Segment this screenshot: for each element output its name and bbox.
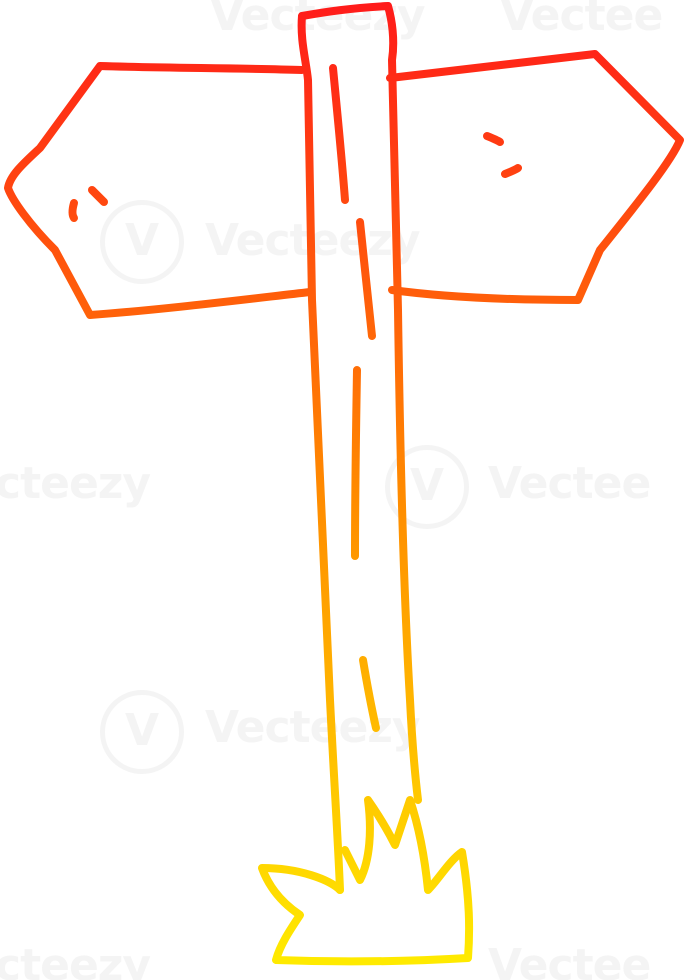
right-sign-dot-icon (501, 164, 522, 178)
grass-tuft-icon (258, 796, 474, 966)
wood-grain-line (356, 218, 376, 340)
right-sign-icon (386, 50, 684, 304)
post-pole-icon (298, 2, 422, 804)
left-sign-icon (4, 62, 314, 319)
post-pole-left-edge (297, 12, 344, 894)
wood-grain-line (351, 366, 361, 560)
left-sign-dot-icon (68, 199, 78, 222)
wood-grain-line (359, 656, 380, 732)
right-sign-dot-icon (483, 132, 504, 146)
left-sign-dot-icon (88, 186, 108, 206)
wood-grain-line (329, 64, 349, 204)
